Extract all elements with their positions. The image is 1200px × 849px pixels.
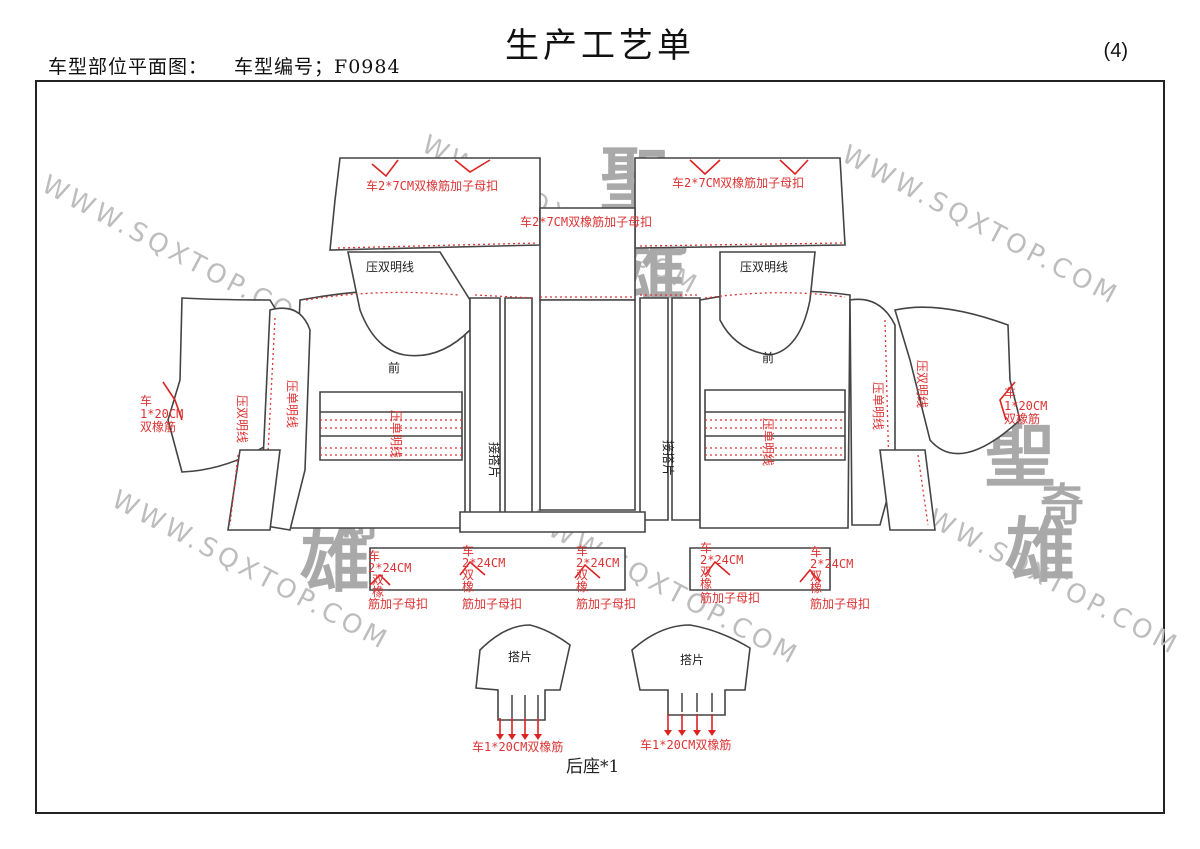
bottom-tail-1: 筋加子母扣 (368, 596, 428, 611)
watermark-logo-bottom-2: 雄 (300, 519, 370, 602)
bottom-car-5: 车 (810, 544, 822, 559)
bottom-xiang-2: 橡 (462, 580, 474, 594)
single-line-center-left: 压单明线 (389, 410, 403, 458)
bottom-car-2: 车 (462, 543, 474, 558)
watermark-logo-mid-3: 奇 (1040, 480, 1084, 531)
flap-right (631, 624, 751, 736)
bottom-right-strip (689, 547, 831, 591)
double-line-side-left: 压双明线 (235, 395, 249, 443)
bottom-tail-5: 筋加子母扣 (810, 596, 870, 611)
bottom-size-4: 2*24CM (700, 553, 743, 567)
watermark-text-3: WWW.SQXTOP.COM (837, 140, 1125, 312)
top-elastic-note-right: 车2*7CM双橡筋加子母扣 (672, 175, 804, 190)
double-line-note-right: 压双明线 (740, 260, 788, 274)
header-info: 车型部位平面图： 车型编号；F0984 (48, 52, 401, 79)
bottom-xiang-3: 橡 (576, 580, 588, 594)
bottom-size-1: 2*24CM (368, 561, 411, 575)
center-pieces (459, 294, 701, 533)
page-number: (4) (1103, 40, 1128, 62)
bottom-tail-4: 筋加子母扣 (700, 590, 760, 605)
top-right-panel (634, 157, 846, 249)
side-elastic-kind-right: 双橡筋 (1004, 411, 1040, 426)
side-elastic-size-left: 1*20CM (140, 407, 183, 421)
bottom-car-1: 车 (368, 548, 380, 563)
left-side-bolster (162, 297, 311, 531)
bottom-size-2: 2*24CM (462, 556, 505, 570)
left-seat-back (289, 251, 471, 529)
flap-label-right: 搭片 (680, 653, 704, 667)
bottom-xiang-4: 橡 (700, 577, 712, 591)
side-elastic-car-right: 车 (1004, 385, 1016, 400)
joint-piece-right: 接搭片 (661, 440, 676, 476)
bottom-shuang-5: 双 (810, 569, 822, 583)
bottom-car-4: 车 (700, 540, 712, 555)
watermark-logo-bottom-3: 雄 (1005, 509, 1075, 592)
double-line-note-left: 压双明线 (366, 260, 414, 274)
bottom-shuang-2: 双 (462, 568, 474, 582)
right-seat-back (699, 251, 851, 529)
seat-label: 后座*1 (566, 757, 619, 777)
top-elastic-note-center: 车2*7CM双橡筋加子母扣 (520, 214, 652, 229)
bottom-shuang-4: 双 (700, 565, 712, 579)
bottom-xiang-1: 橡 (372, 585, 384, 599)
single-line-side-right: 压单明线 (871, 382, 885, 430)
page-title: 生产工艺单 (505, 26, 695, 66)
bottom-car-3: 车 (576, 543, 588, 558)
top-left-panel (329, 157, 541, 251)
joint-piece-left: 接搭片 (487, 442, 502, 478)
single-line-side-left: 压单明线 (285, 380, 299, 428)
right-side-bolster (849, 298, 1021, 531)
bottom-xiang-5: 橡 (810, 581, 822, 595)
bottom-left-strip (369, 547, 626, 591)
flap-elastic-left: 车1*20CM双橡筋 (472, 739, 563, 754)
flap-left (475, 624, 571, 740)
single-line-center-right: 压单明线 (761, 418, 775, 466)
double-line-side-right: 压双明线 (915, 360, 929, 408)
drawing-frame (35, 80, 1165, 814)
top-elastic-note-left: 车2*7CM双橡筋加子母扣 (366, 178, 498, 193)
side-elastic-car-left: 车 (140, 393, 152, 408)
side-elastic-kind-left: 双橡筋 (140, 419, 176, 434)
bottom-tail-3: 筋加子母扣 (576, 596, 636, 611)
bottom-shuang-3: 双 (576, 568, 588, 582)
bottom-size-5: 2*24CM (810, 557, 853, 571)
front-label-left: 前 (388, 360, 400, 375)
bottom-shuang-1: 双 (372, 573, 384, 587)
side-elastic-size-right: 1*20CM (1004, 399, 1047, 413)
bottom-size-3: 2*24CM (576, 556, 619, 570)
model-code: 车型编号；F0984 (234, 56, 401, 78)
bottom-tail-2: 筋加子母扣 (462, 596, 522, 611)
plan-label: 车型部位平面图： (48, 56, 209, 78)
flap-elastic-right: 车1*20CM双橡筋 (640, 737, 731, 752)
flap-label-left: 搭片 (508, 650, 532, 664)
front-label-right: 前 (762, 350, 774, 365)
